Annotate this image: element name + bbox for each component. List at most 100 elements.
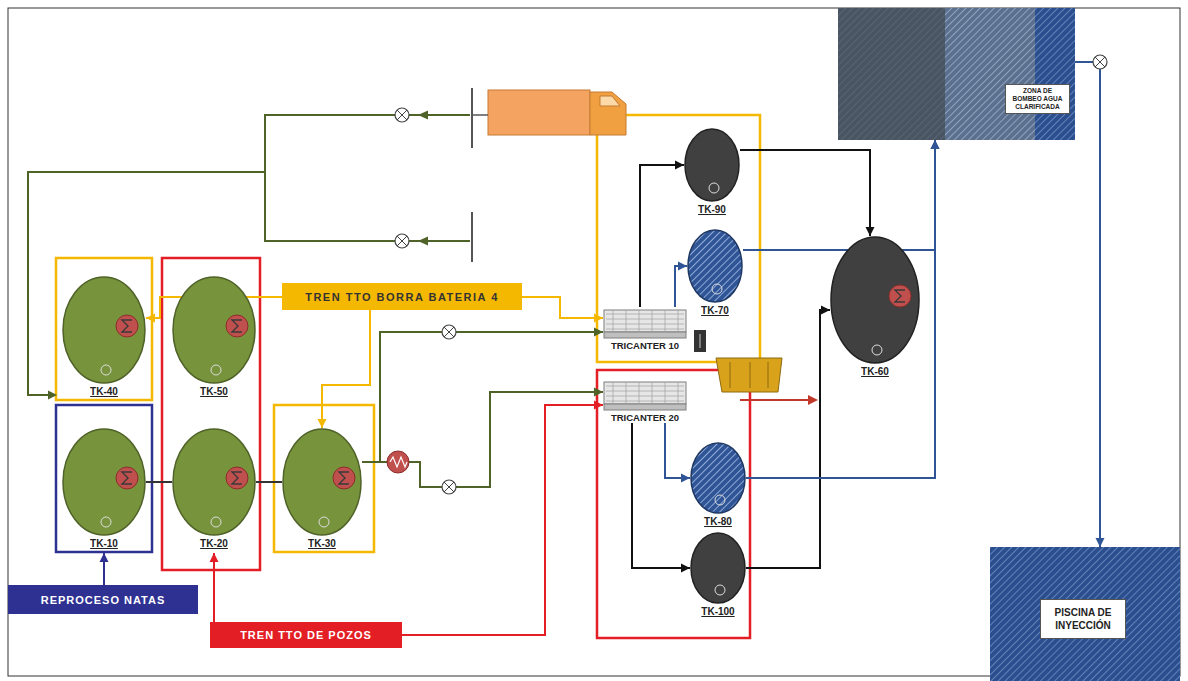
tricanter: TRICANTER 20 — [603, 379, 687, 423]
truck-window — [600, 96, 620, 106]
process-line — [640, 165, 684, 307]
area-label: ZONA DE BOMBEO AGUA CLARIFICADA — [1013, 87, 1063, 110]
arrow-head — [100, 553, 109, 562]
process-line — [1075, 62, 1100, 547]
arrow-head — [931, 140, 940, 149]
tank: TK-50 — [172, 276, 256, 401]
arrow-head — [931, 140, 940, 149]
tank: TK-100 — [690, 532, 746, 621]
arrow-head — [210, 553, 219, 562]
dumpster-rib — [768, 362, 769, 388]
tank-tag: TK-80 — [690, 516, 746, 527]
manway — [101, 517, 111, 527]
tricanter-rib — [606, 314, 684, 315]
mixer-sigma — [895, 290, 905, 302]
manway — [715, 495, 725, 505]
arrow-head — [821, 306, 830, 315]
pump-symbol — [395, 108, 409, 122]
process-line — [740, 150, 870, 236]
tricanter-rib — [665, 310, 666, 332]
tricanter-shape — [603, 379, 687, 411]
tank-tag: TK-60 — [830, 366, 920, 377]
mixer-symbol — [889, 285, 911, 307]
arrow-head — [418, 237, 428, 246]
tank-shape — [687, 229, 743, 303]
hose — [472, 114, 488, 116]
tank-body — [831, 237, 919, 363]
tricanter-body — [604, 382, 686, 404]
pump-symbol — [1093, 55, 1107, 69]
tricanter-rib — [606, 329, 684, 330]
tank-shape — [62, 276, 146, 384]
tricanter-rib — [613, 310, 614, 332]
tank: TK-70 — [687, 229, 743, 320]
callout-box: REPROCESO NATAS — [8, 585, 198, 614]
equipment-tag: TRICANTER 20 — [603, 412, 687, 423]
tricanter-rib — [626, 382, 627, 404]
manway — [101, 365, 111, 375]
tank-tag: TK-20 — [172, 538, 256, 549]
arrow-head — [318, 419, 327, 428]
process-line — [213, 553, 215, 622]
group-outline — [56, 258, 152, 400]
dumpster-rib — [730, 362, 731, 388]
process-line — [746, 310, 830, 568]
arrow-head — [594, 328, 603, 337]
manway — [211, 517, 221, 527]
tricanter-rib — [606, 401, 684, 402]
process-line — [522, 297, 603, 318]
tank-tag: TK-50 — [172, 386, 256, 397]
tank-shape — [830, 236, 920, 364]
mixer-symbol — [116, 315, 138, 337]
tricanter-rib — [678, 382, 679, 404]
tricanter-rib — [606, 386, 684, 387]
tricanter-rib — [639, 310, 640, 332]
tricanter-rib — [665, 382, 666, 404]
tank-body — [685, 129, 739, 201]
tricanter: TRICANTER 10 — [603, 307, 687, 351]
area-zone — [945, 8, 1035, 140]
tricanter-rib — [606, 324, 684, 325]
tricanter-rib — [626, 310, 627, 332]
tricanter-base — [604, 332, 686, 338]
pool-area — [990, 547, 1180, 681]
mixer-sigma — [122, 320, 132, 332]
arrow-head — [678, 262, 687, 271]
manway — [712, 284, 722, 294]
gauge-mark — [700, 334, 701, 348]
tank-body — [691, 443, 745, 513]
tank-shape — [172, 276, 256, 384]
tank-tag: TK-10 — [62, 538, 146, 549]
tricanter-rib — [639, 382, 640, 404]
callout-box: TREN TTO BORRA BATERIA 4 — [282, 283, 522, 310]
pump-symbol — [442, 480, 456, 494]
tank: TK-10 — [62, 428, 146, 553]
manway — [319, 517, 329, 527]
clarified-water-area: ZONA DE BOMBEO AGUA CLARIFICADA — [838, 8, 1075, 140]
tank: TK-20 — [172, 428, 256, 553]
tank-shape — [62, 428, 146, 536]
process-line — [362, 332, 603, 462]
arrow-head — [808, 395, 818, 405]
injection-pool: PISCINA DE INYECCIÓN — [990, 547, 1180, 681]
tank-tag: TK-30 — [282, 538, 362, 549]
group-outline — [597, 370, 750, 638]
tank-tag: TK-100 — [690, 606, 746, 617]
arrow-head — [418, 111, 428, 120]
tank-tag: TK-90 — [684, 204, 740, 215]
mixer-sigma — [232, 320, 242, 332]
mixer-sigma — [122, 472, 132, 484]
unloading-post — [471, 212, 473, 262]
arrow-head — [48, 391, 57, 400]
group-outline — [162, 258, 260, 570]
mixer-sigma — [232, 472, 242, 484]
arrow-head — [1096, 538, 1105, 547]
tank-body — [173, 277, 255, 383]
tricanter-body — [604, 310, 686, 332]
tank: TK-90 — [684, 128, 740, 219]
tricanter-rib — [652, 382, 653, 404]
arrow-head — [146, 314, 155, 323]
area-hatch — [838, 8, 1075, 140]
pump-symbol — [395, 234, 409, 248]
